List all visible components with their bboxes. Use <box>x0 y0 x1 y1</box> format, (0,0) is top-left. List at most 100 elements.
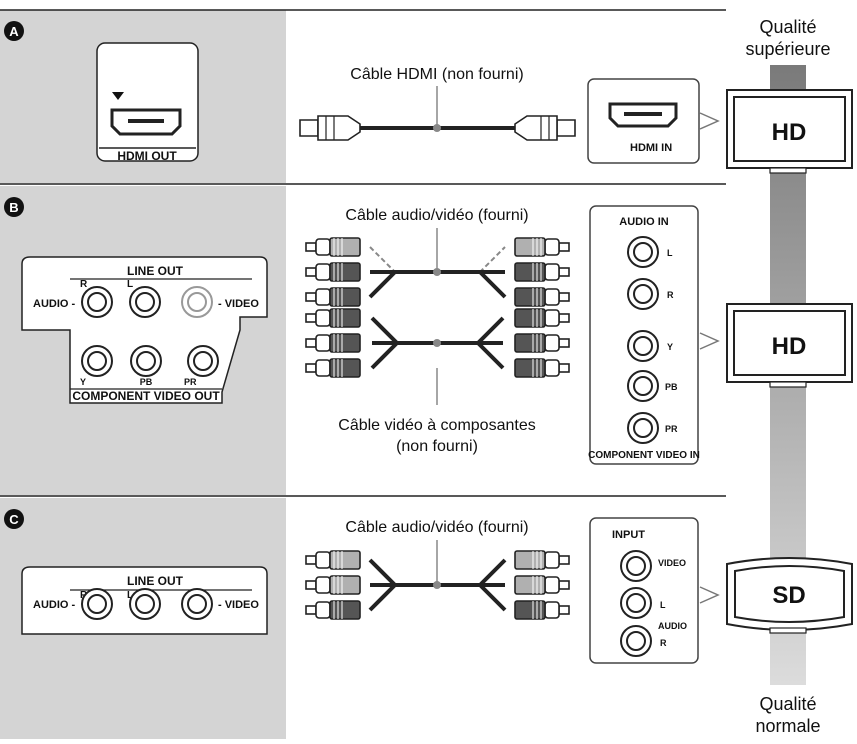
player-hdmi-panel: HDMI OUT <box>96 42 199 163</box>
rca-plug-right-icon <box>514 600 570 620</box>
connection-arrow-icon <box>699 586 720 604</box>
rca-plug-right-icon <box>514 308 570 328</box>
hdmi-plug-left-icon <box>299 115 361 141</box>
video-jack-icon <box>620 550 652 582</box>
component-cable <box>305 308 570 378</box>
y-label: Y <box>80 377 86 387</box>
rca-plug-left-icon <box>305 600 361 620</box>
component-out-title: COMPONENT VIDEO OUT <box>72 389 220 403</box>
component-cable-label-line2: (non fourni) <box>396 438 478 455</box>
rca-plug-left-icon <box>305 262 361 282</box>
tv-input-panel: INPUT VIDEO L AUDIO R <box>589 517 699 664</box>
rca-plug-left-icon <box>305 550 361 570</box>
input-label: INPUT <box>612 529 645 541</box>
rca-plug-left-icon <box>305 308 361 328</box>
audio-r-jack-icon <box>81 588 113 620</box>
pb-label: PB <box>140 377 153 387</box>
quality-bottom-line2: normale <box>755 716 820 736</box>
audio-r-jack-icon <box>620 625 652 657</box>
rca-plug-left-icon <box>305 575 361 595</box>
tv-label: SD <box>772 582 805 609</box>
hdmi-cable-label: Câble HDMI (non fourni) <box>350 66 523 83</box>
rca-plug-right-icon <box>514 333 570 353</box>
svg-text:C: C <box>9 512 19 527</box>
audio-l-jack-icon <box>129 588 161 620</box>
pr-jack-icon <box>627 412 659 444</box>
l-label: L <box>127 279 133 290</box>
pr-label: PR <box>184 377 197 387</box>
hdmi-out-label: HDMI OUT <box>117 149 177 163</box>
av-cable-b <box>305 237 570 307</box>
l-label: L <box>127 590 133 601</box>
tv-r-label: R <box>660 638 667 648</box>
video-label: - VIDEO <box>218 298 259 310</box>
tv-pr-label: PR <box>665 424 678 434</box>
tv-hd-top: HD <box>726 89 853 174</box>
tv-hdmi-in-panel: HDMI IN <box>587 78 700 164</box>
pr-jack-icon <box>187 345 219 377</box>
audio-l-jack-icon <box>620 587 652 619</box>
component-video-in-label: COMPONENT VIDEO IN <box>588 450 700 461</box>
tv-hd-middle: HD <box>726 303 853 388</box>
quality-bottom-line1: Qualité <box>759 694 816 714</box>
pb-jack-icon <box>130 345 162 377</box>
audio-label: AUDIO - <box>33 599 76 611</box>
tv-y-label: Y <box>667 342 673 352</box>
tv-l-label: L <box>660 600 666 610</box>
tv-audio-component-in-panel: AUDIO IN L R Y PB PR COMPONENT VIDEO IN <box>588 205 700 465</box>
tv-r-label: R <box>667 290 674 300</box>
audio-l-jack-icon <box>129 286 161 318</box>
rca-plug-left-icon <box>305 358 361 378</box>
av-cable-label: Câble audio/vidéo (fourni) <box>345 207 528 224</box>
tv-video-label: VIDEO <box>658 558 686 568</box>
rca-plug-left-icon <box>305 333 361 353</box>
audio-label: AUDIO - <box>33 298 76 310</box>
pb-jack-icon <box>627 370 659 402</box>
quality-top-line1: Qualité <box>759 17 816 37</box>
rca-plug-right-icon <box>514 550 570 570</box>
player-line-component-panel: LINE OUT AUDIO - R L - VIDEO Y PB PR COM… <box>21 256 268 404</box>
line-out-title: LINE OUT <box>127 574 184 588</box>
hdmi-plug-right-icon <box>514 115 576 141</box>
tv-audio-label: AUDIO <box>658 621 687 631</box>
r-label: R <box>80 279 88 290</box>
y-jack-icon <box>627 330 659 362</box>
tv-sd: SD <box>726 557 853 634</box>
audio-r-jack-icon <box>627 278 659 310</box>
tv-label: HD <box>772 333 807 360</box>
hdmi-cable <box>299 115 576 141</box>
triangle-marker-icon <box>112 92 124 100</box>
rca-plug-right-icon <box>514 262 570 282</box>
rca-plug-right-icon <box>514 237 570 257</box>
rca-plug-right-icon <box>514 575 570 595</box>
audio-r-jack-icon <box>81 286 113 318</box>
rca-plug-left-icon <box>305 237 361 257</box>
connection-arrow-icon <box>699 112 720 130</box>
tv-pb-label: PB <box>665 382 678 392</box>
audio-in-label: AUDIO IN <box>619 216 669 228</box>
av-cable-label: Câble audio/vidéo (fourni) <box>345 519 528 536</box>
badge-a: A <box>4 21 24 41</box>
rca-plug-right-icon <box>514 287 570 307</box>
rca-plug-left-icon <box>305 287 361 307</box>
player-line-out-panel: LINE OUT AUDIO - R L - VIDEO <box>21 566 268 635</box>
component-cable-label-line1: Câble vidéo à composantes <box>338 417 535 434</box>
hdmi-in-label: HDMI IN <box>630 142 672 154</box>
video-jack-icon <box>181 588 213 620</box>
y-jack-icon <box>81 345 113 377</box>
connection-arrow-icon <box>699 332 720 350</box>
tv-l-label: L <box>667 248 673 258</box>
rca-plug-right-icon <box>514 358 570 378</box>
badge-c: C <box>4 509 24 529</box>
svg-text:B: B <box>9 200 18 215</box>
video-label: - VIDEO <box>218 599 259 611</box>
tv-label: HD <box>772 119 807 146</box>
quality-top-line2: supérieure <box>745 39 830 59</box>
svg-text:A: A <box>9 24 19 39</box>
video-jack-icon <box>181 286 213 318</box>
av-cable-c <box>305 550 570 620</box>
audio-l-jack-icon <box>627 236 659 268</box>
line-out-title: LINE OUT <box>127 264 184 278</box>
